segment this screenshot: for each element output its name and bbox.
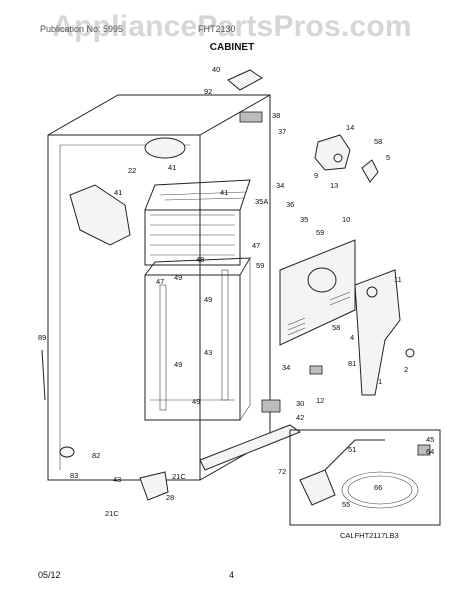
- callout-51: 51: [348, 445, 356, 454]
- callout-41a: 41: [168, 163, 176, 172]
- callout-36: 36: [286, 200, 294, 209]
- callout-64: 64: [426, 447, 434, 456]
- callout-37: 37: [278, 127, 286, 136]
- wire-harness: [41, 349, 46, 401]
- callout-2: 2: [404, 365, 408, 374]
- freezer-compartment: [144, 179, 251, 266]
- water-valve-inset: [289, 429, 441, 526]
- callout-47b: 47: [156, 277, 164, 286]
- footer-date: 05/12: [38, 570, 61, 580]
- callout-82: 82: [92, 451, 100, 460]
- wiring-harness-part: [69, 184, 131, 246]
- callout-72: 72: [278, 467, 286, 476]
- callout-1: 1: [378, 377, 382, 386]
- callout-28: 28: [166, 493, 174, 502]
- thermostat-assembly: [314, 134, 379, 183]
- callout-83: 83: [70, 471, 78, 480]
- control-bracket: [239, 111, 263, 123]
- rear-access-panel: [279, 239, 356, 346]
- callout-43a: 43: [204, 348, 212, 357]
- callout-66: 66: [374, 483, 382, 492]
- callout-49b: 49: [204, 295, 212, 304]
- page-title: CABINET: [209, 42, 255, 53]
- callout-47a: 47: [252, 241, 260, 250]
- callout-35: 35: [300, 215, 308, 224]
- callout-45: 45: [426, 435, 434, 444]
- callout-13: 13: [330, 181, 338, 190]
- switch-part: [309, 365, 323, 375]
- callout-4: 4: [350, 333, 354, 342]
- callout-21Cb: 21C: [105, 509, 119, 518]
- model-number: FHT2130: [198, 24, 236, 34]
- callout-89: 89: [38, 333, 46, 342]
- callout-34a: 34: [276, 181, 284, 190]
- callout-59a: 59: [316, 228, 324, 237]
- callout-9: 9: [314, 171, 318, 180]
- cap-part: [261, 399, 281, 413]
- air-duct-top: [144, 137, 186, 159]
- callout-34b: 34: [282, 363, 290, 372]
- callout-59b: 59: [256, 261, 264, 270]
- callout-92: 92: [204, 87, 212, 96]
- watermark: AppliancePartsPros.com: [52, 10, 412, 43]
- control-housing: [227, 69, 263, 91]
- callout-11: 11: [394, 275, 402, 284]
- figure-code: CALFHT2117LB3: [340, 531, 399, 540]
- callout-58b: 58: [332, 323, 340, 332]
- footer-page: 4: [229, 570, 235, 580]
- callout-58a: 58: [374, 137, 382, 146]
- callout-21Ca: 21C: [172, 472, 186, 481]
- callout-41c: 41: [114, 188, 122, 197]
- callout-35A: 35A: [255, 197, 268, 206]
- toe-grille: [199, 424, 302, 471]
- callout-14: 14: [346, 123, 354, 132]
- callout-49d: 49: [192, 397, 200, 406]
- plug: [405, 348, 415, 358]
- leveling-leg: [59, 446, 75, 458]
- callout-38: 38: [272, 111, 280, 120]
- condenser-cover: [354, 269, 401, 396]
- publication-number: Publication No: 5995: [40, 24, 124, 34]
- callout-55: 55: [342, 500, 350, 509]
- callout-81: 81: [348, 359, 356, 368]
- callout-30: 30: [296, 399, 304, 408]
- callout-49c: 49: [174, 360, 182, 369]
- bottom-hinge: [139, 471, 169, 501]
- callout-5: 5: [386, 153, 390, 162]
- callout-12: 12: [316, 396, 324, 405]
- grommet: [366, 286, 378, 298]
- callout-41b: 41: [220, 188, 228, 197]
- callout-10: 10: [342, 215, 350, 224]
- callout-43b: 43: [113, 475, 121, 484]
- fresh-food-compartment: [144, 256, 251, 421]
- callout-42: 42: [296, 413, 304, 422]
- callout-49a: 49: [174, 273, 182, 282]
- callout-40: 40: [212, 65, 220, 74]
- callout-48: 48: [196, 255, 204, 264]
- callout-22: 22: [128, 166, 136, 175]
